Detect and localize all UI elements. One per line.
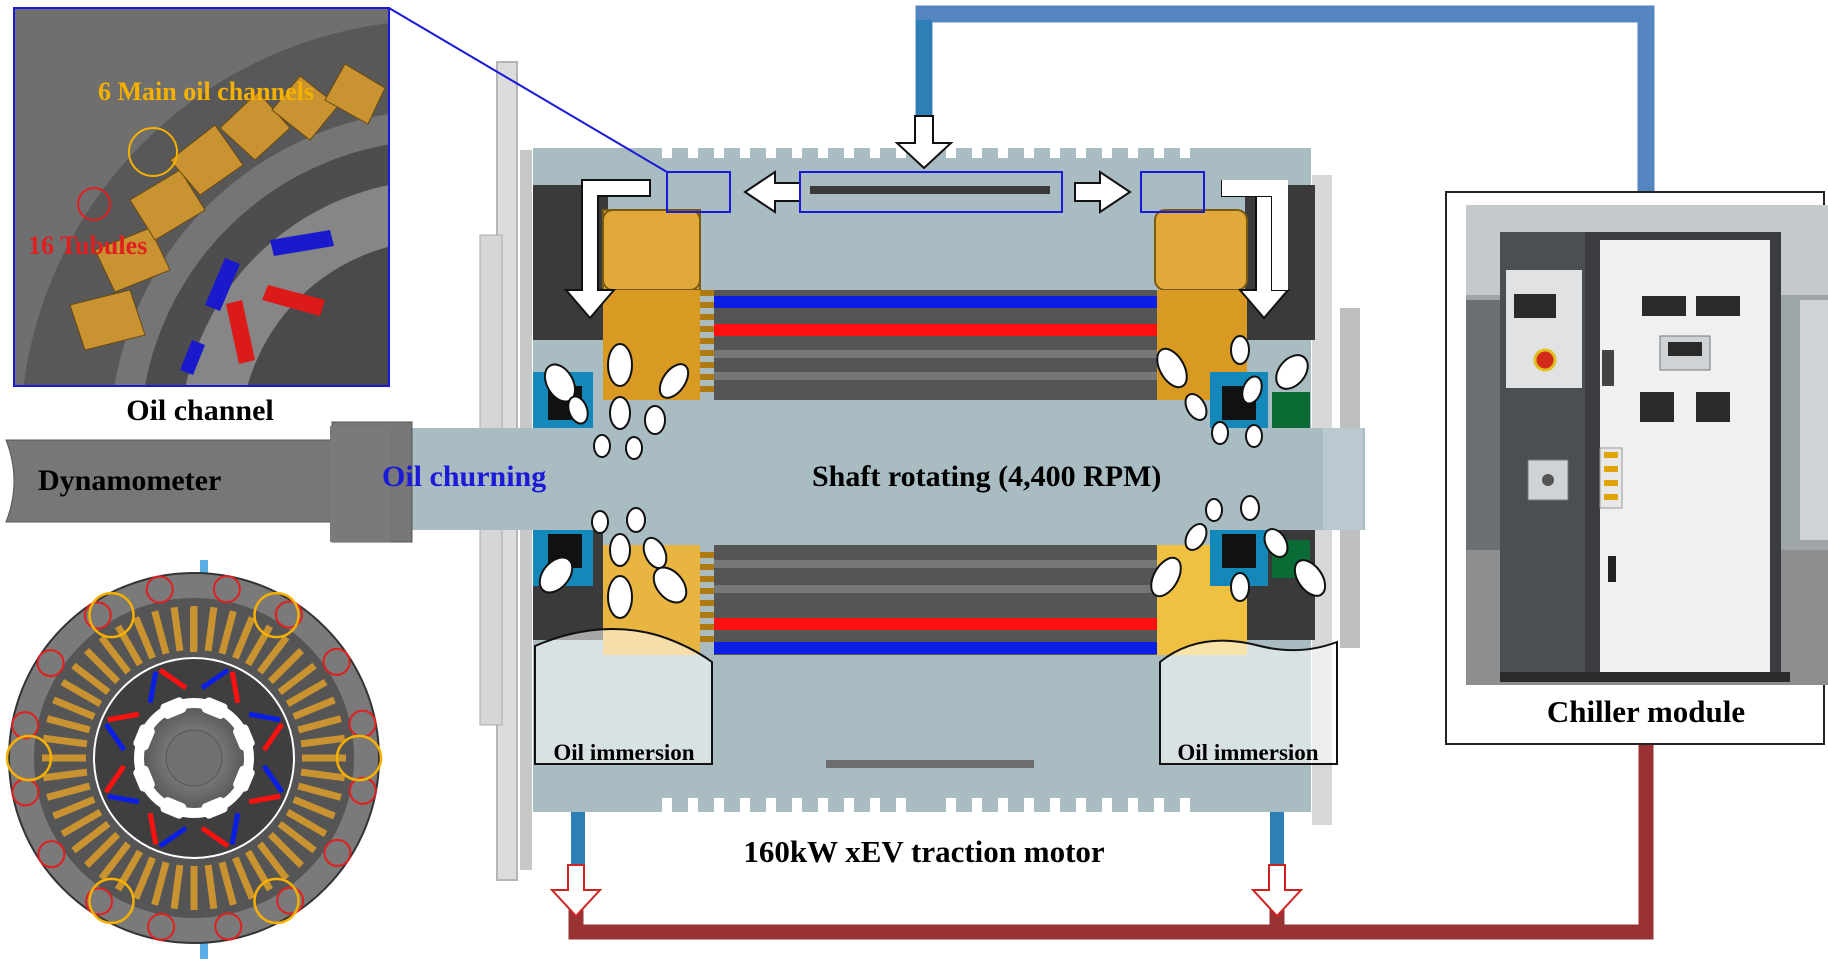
stator-slot	[191, 866, 198, 910]
stator-cross-section	[7, 560, 381, 959]
stator-slot	[42, 755, 86, 762]
motor-label: 160kW xEV traction motor	[743, 834, 1105, 869]
oil-immersion-left-label: Oil immersion	[553, 740, 694, 765]
tubules-label: 16 Tubules	[28, 231, 147, 260]
stator-slot	[302, 755, 346, 762]
shaft-rotating-label: Shaft rotating (4,400 RPM)	[812, 460, 1161, 493]
outlet-arrows	[552, 865, 1301, 916]
dynamometer-label: Dynamometer	[38, 464, 221, 497]
chiller-module	[1446, 192, 1828, 744]
chiller-label: Chiller module	[1547, 694, 1745, 729]
oil-immersion-right-label: Oil immersion	[1177, 740, 1318, 765]
oil-churning-label: Oil churning	[382, 460, 546, 493]
stator-slot	[191, 606, 198, 650]
main-oil-channels-label: 6 Main oil channels	[98, 77, 314, 106]
coolant-inlet-pipe	[916, 20, 932, 130]
oil-channel-label: Oil channel	[126, 394, 274, 427]
